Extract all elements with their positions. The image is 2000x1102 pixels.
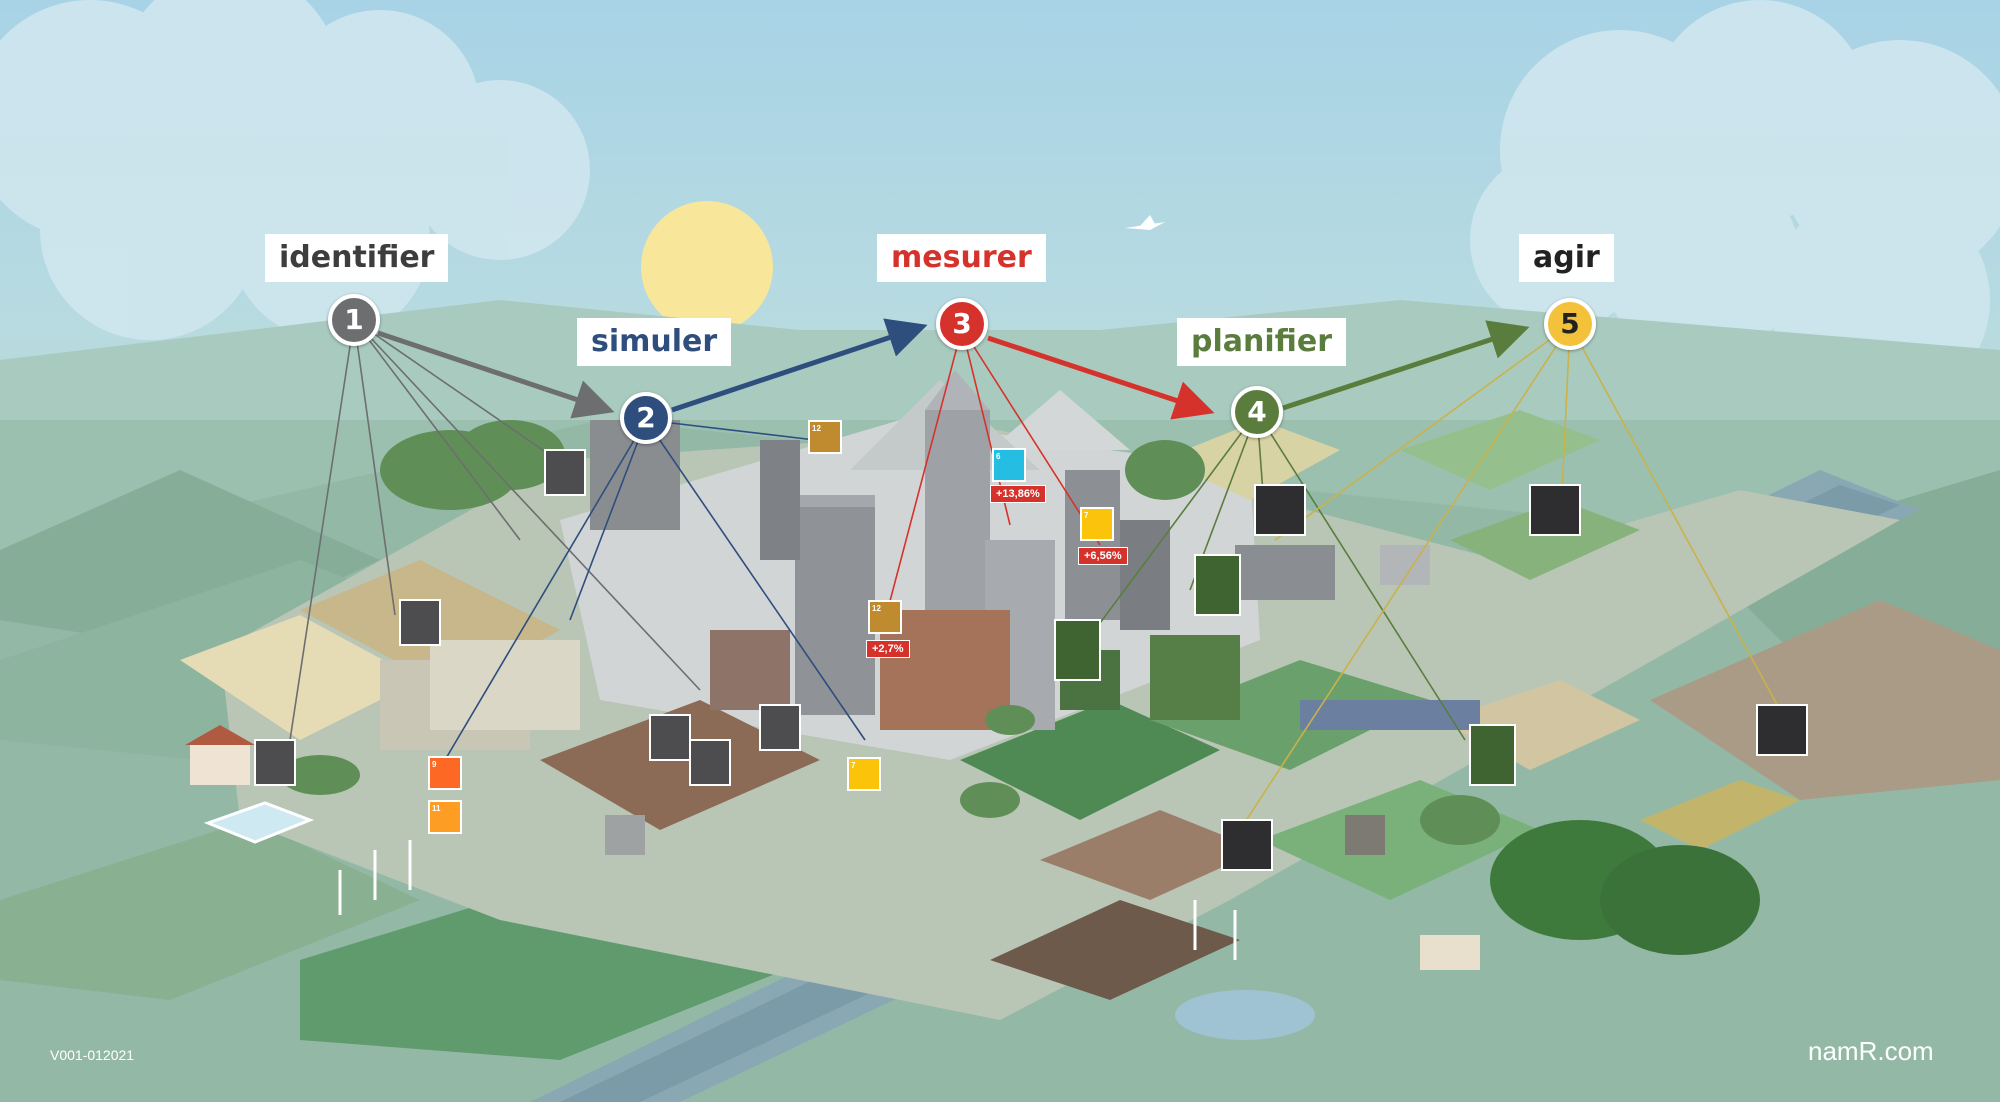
indicator-value: +2,7%	[866, 640, 910, 658]
step-number-1: 1	[328, 294, 380, 346]
step-label-agir: agir	[1519, 234, 1614, 282]
plane-icon	[1125, 215, 1165, 230]
step-number-4: 4	[1231, 386, 1283, 438]
step-label-mesurer: mesurer	[877, 234, 1046, 282]
version-code: V001-012021	[50, 1047, 135, 1063]
step-number-5: 5	[1544, 298, 1596, 350]
step-number-2: 2	[620, 392, 672, 444]
clouds	[0, 0, 2000, 410]
step-number-3: 3	[936, 298, 988, 350]
buildings	[185, 370, 1480, 970]
sdg-badge: 7	[847, 757, 881, 791]
sdg-badge: 11	[428, 800, 462, 834]
step-label-simuler: simuler	[577, 318, 732, 366]
indicator-value: +6,56%	[1078, 547, 1128, 565]
sdg-badge: 7	[1080, 507, 1114, 541]
step-label-identifier: identifier	[265, 234, 449, 282]
sdg-badge: 12	[808, 420, 842, 454]
sdg-badge: 12	[868, 600, 902, 634]
step-arrows	[377, 318, 1530, 420]
step-label-planifier: planifier	[1177, 318, 1347, 366]
data-cards	[254, 449, 1808, 871]
trees	[280, 420, 1760, 955]
wind-turbine-icon	[338, 840, 1237, 960]
site-url[interactable]: namR.com	[1808, 1036, 1934, 1066]
sdg-badge: 9	[428, 756, 462, 790]
connector-lines	[289, 319, 1781, 846]
indicator-value: +13,86%	[990, 485, 1046, 503]
sdg-badge: 6	[992, 448, 1026, 482]
sun-icon	[641, 201, 773, 333]
